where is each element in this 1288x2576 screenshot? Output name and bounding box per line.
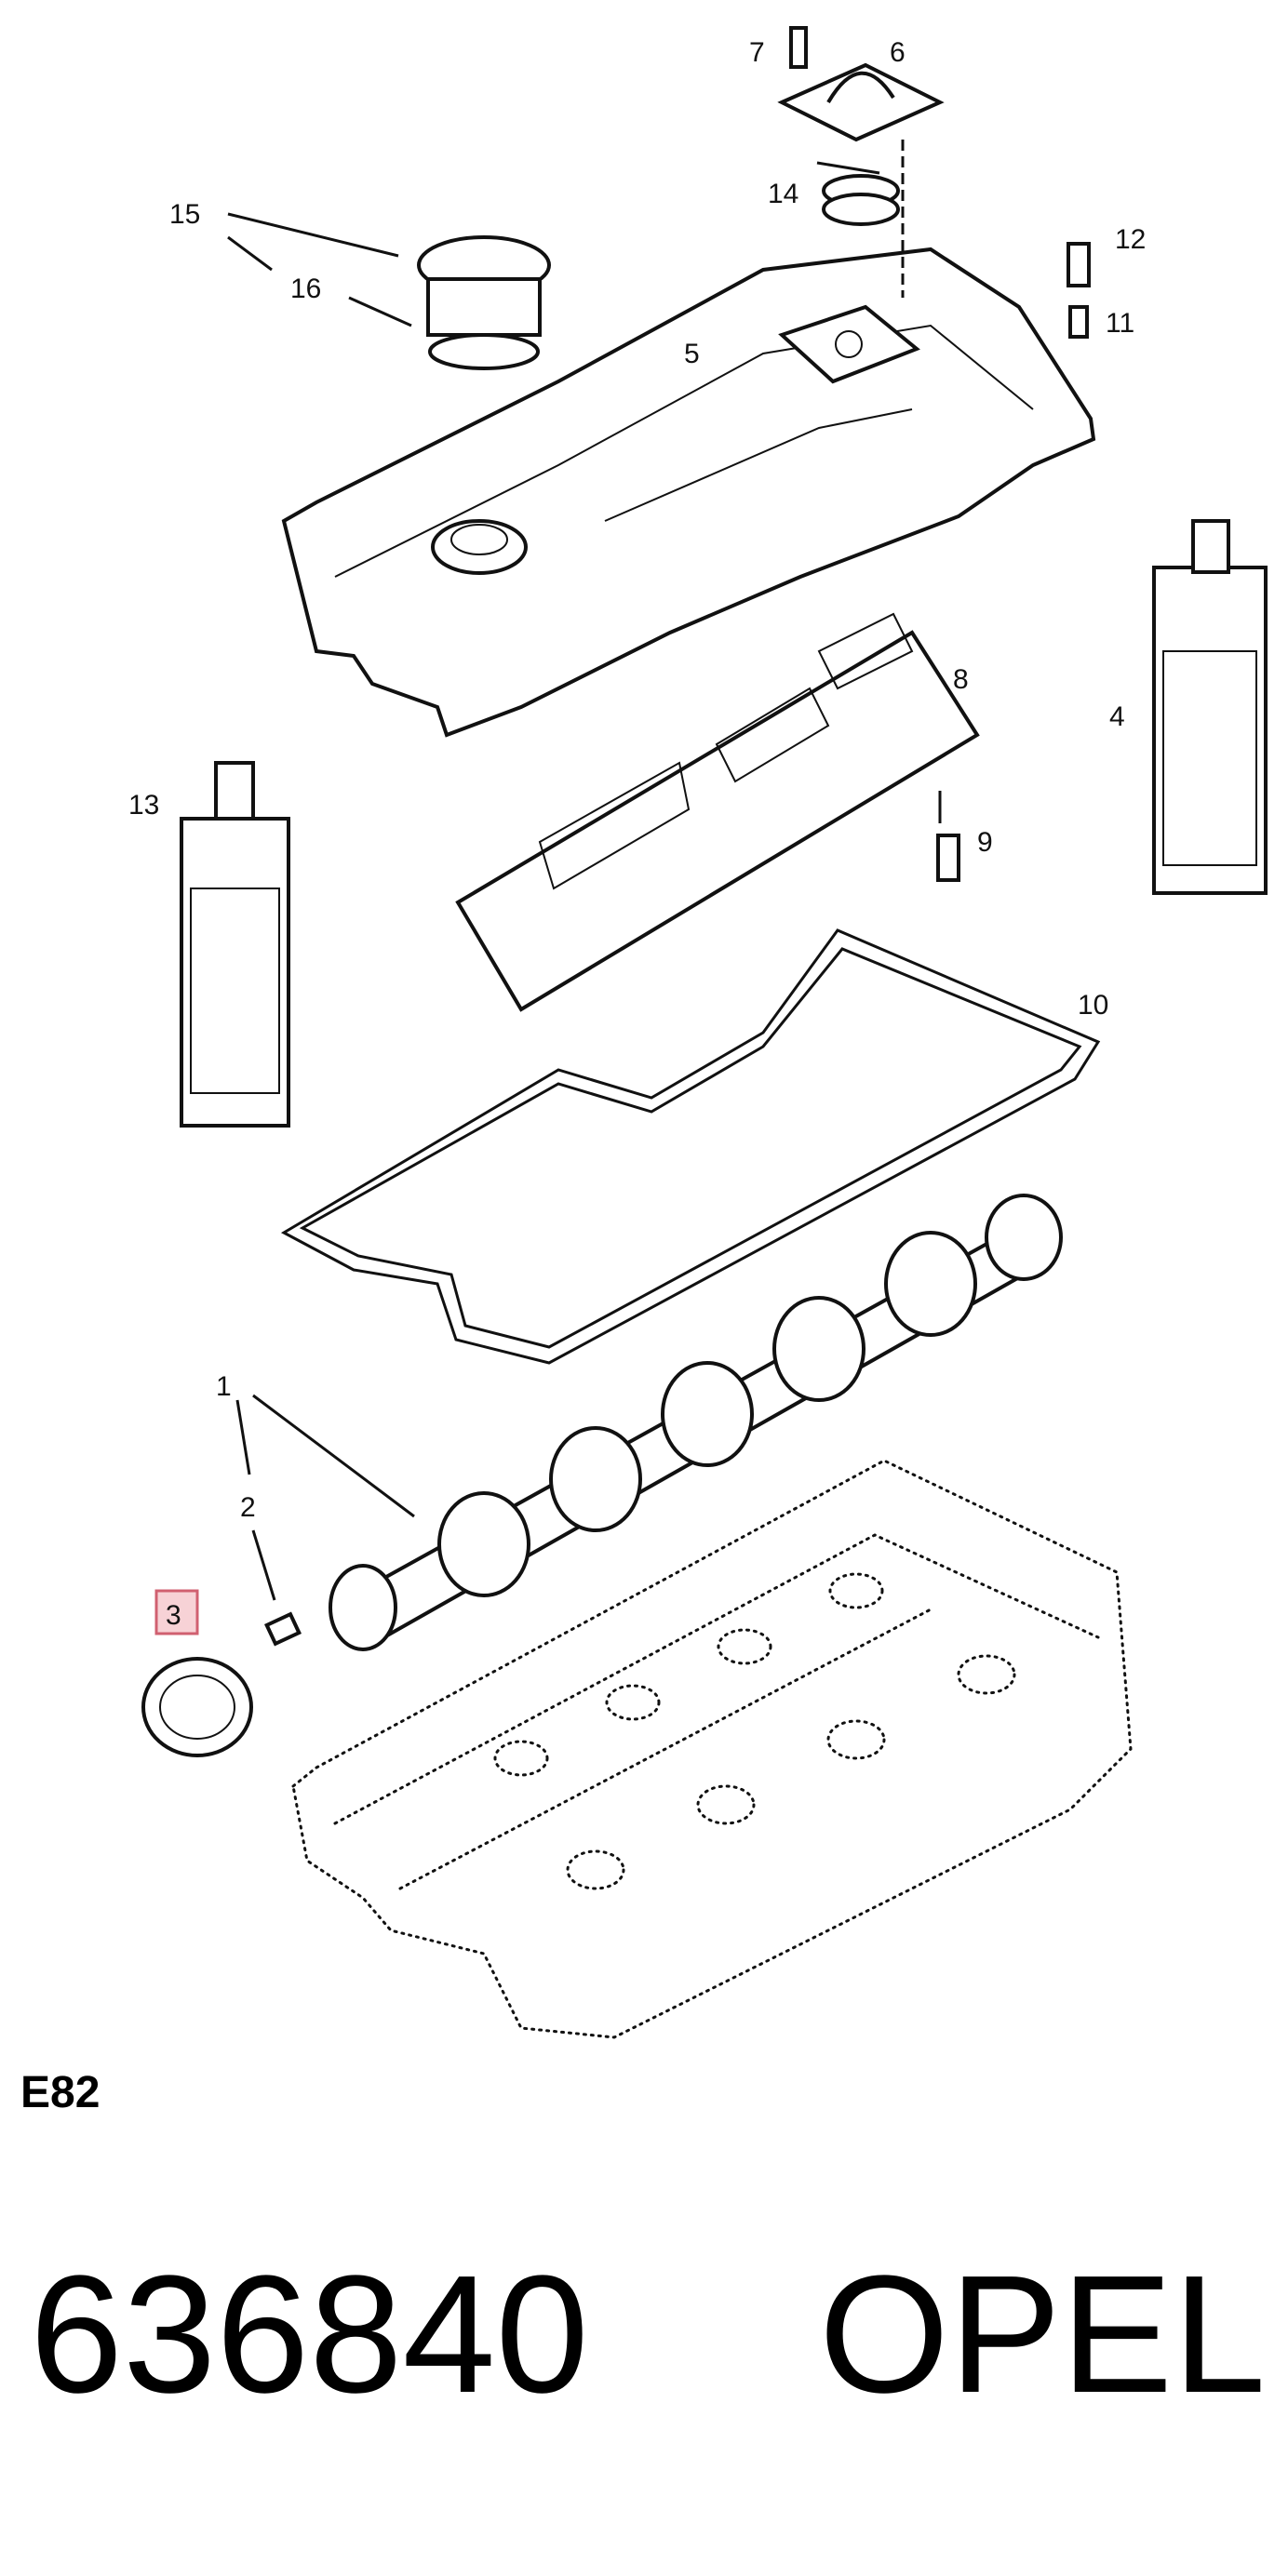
valve-cover [281,247,1096,738]
highlight-box [154,1589,199,1635]
sealant-tube-13 [180,761,290,1128]
callout-9: 9 [977,827,993,858]
part-number: 636840 [30,2241,589,2428]
cylinder-head [291,1459,1133,2039]
callout-15: 15 [169,199,200,230]
callout-7: 7 [749,37,765,68]
bolt-9 [936,834,960,882]
callout-8: 8 [953,664,969,695]
callout-11: 11 [1106,308,1134,339]
dowel-pin-2 [264,1611,302,1647]
section-code: E82 [20,2068,101,2117]
oil-filler-cap [417,235,551,370]
bolt-7 [789,26,808,69]
callout-3: 3 [166,1600,181,1631]
callout-1: 1 [216,1371,232,1402]
callout-16: 16 [290,274,321,304]
sleeve-11 [1068,305,1089,339]
leader-lines [227,161,942,1601]
callout-10: 10 [1078,990,1108,1021]
callout-2: 2 [240,1492,256,1523]
baffle-plate [455,612,980,1012]
callout-13: 13 [128,790,159,821]
callout-12: 12 [1115,224,1146,255]
sealant-tube-4 [1152,519,1268,895]
callout-4: 4 [1109,701,1125,732]
bolt-12 [1067,242,1091,287]
oil-seal-3 [141,1657,253,1757]
cover-gasket [280,928,1101,1365]
brand-name: OPEL [819,2241,1267,2428]
callout-5: 5 [684,339,700,369]
callout-6: 6 [890,37,906,68]
exploded-parts-diagram: 1 2 3 4 5 6 7 8 9 10 11 12 13 14 15 16 [128,26,1268,2039]
cover-mount [777,62,945,298]
callout-14: 14 [768,179,798,209]
camshaft [329,1194,1063,1651]
